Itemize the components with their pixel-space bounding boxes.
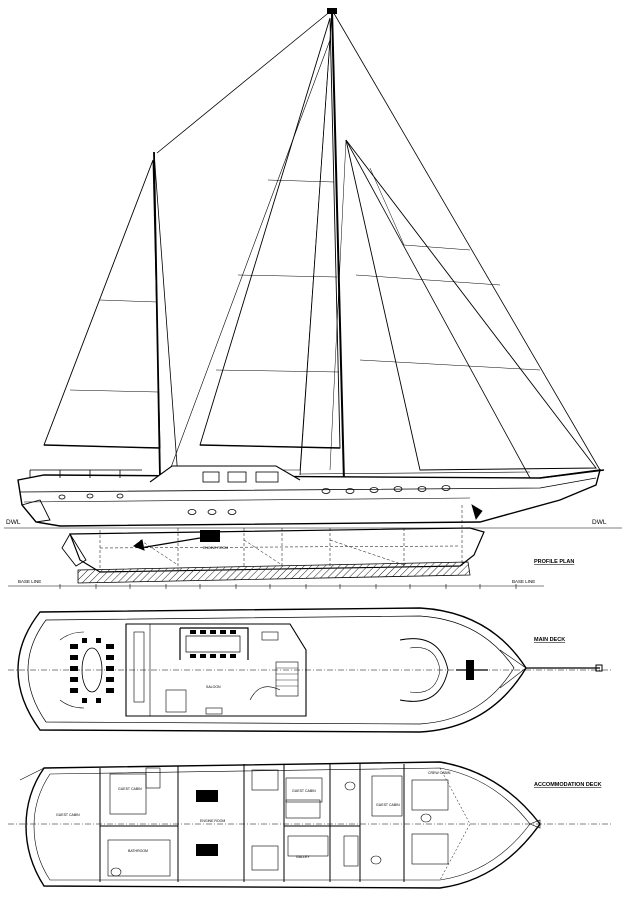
rigging [153, 8, 601, 483]
triatic-stay [156, 9, 333, 154]
reference-lines [4, 527, 622, 589]
main-sail [199, 17, 341, 449]
engine-room-engines [196, 790, 218, 856]
aft-table [81, 647, 103, 693]
guest-cabin-label-1: GUEST CABIN [118, 787, 142, 791]
jib-sail [345, 139, 597, 471]
sails [43, 17, 597, 471]
hull-profile [17, 465, 605, 584]
accommodation-engine-room-label: ENGINE ROOM [200, 819, 225, 823]
crew-cabin-label: CREW CABIN [428, 771, 451, 775]
bathroom-label: BATHROOM [128, 849, 148, 853]
accommodation-deck-title: ACCOMMODATION DECK [534, 782, 601, 788]
saloon-label: SALOON [206, 685, 221, 689]
accommodation-deck-plan [8, 761, 612, 889]
guest-cabin-label-2: GUEST CABIN [56, 813, 80, 817]
saloon-table [185, 635, 241, 653]
mizzen-sail [43, 159, 161, 449]
profile-plan-title: PROFILE PLAN [534, 559, 574, 565]
main-mast [331, 9, 345, 483]
guest-cabin-label-3: GUEST CABIN [292, 789, 316, 793]
main-deck-plan [8, 607, 612, 733]
galley-label: GALLEY [296, 855, 310, 859]
forestay [331, 9, 601, 471]
base-line-label-left: BASE LINE [18, 579, 41, 584]
guest-cabin-label-4: GUEST CABIN [376, 803, 400, 807]
dwl-label-right: DWL [592, 519, 607, 526]
base-line-label-right: BASE LINE [512, 579, 535, 584]
profile-engine-room-label: ENGINE ROOM [203, 546, 228, 550]
dwl-label-left: DWL [6, 519, 21, 526]
engine-symbol [200, 530, 220, 542]
main-deck-title: MAIN DECK [534, 637, 565, 643]
inner-forestay [345, 139, 531, 479]
aft-chairs [70, 638, 114, 703]
portholes [58, 485, 451, 515]
